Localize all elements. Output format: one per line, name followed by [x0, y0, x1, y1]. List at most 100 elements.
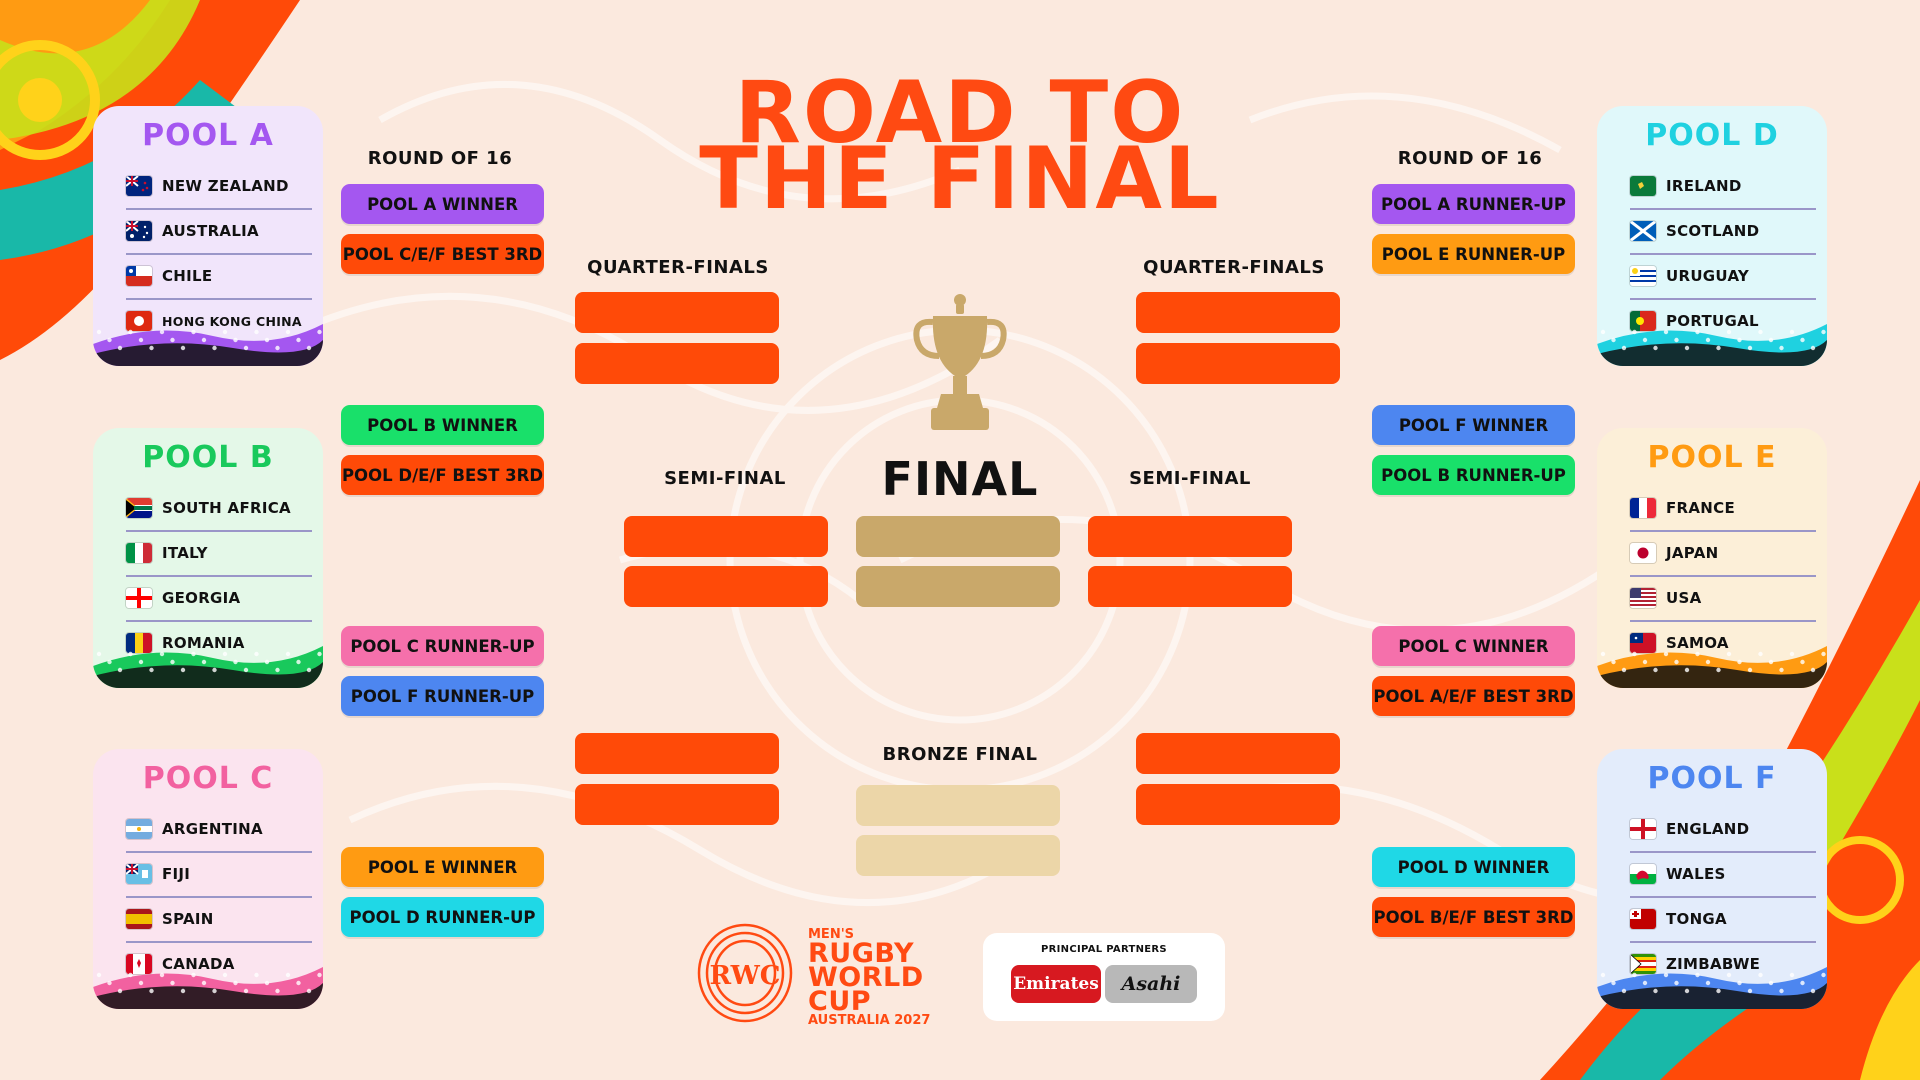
bronze-final-slot-1 [856, 785, 1060, 826]
team-row-argentina: ARGENTINA [126, 807, 312, 853]
team-row-new-zealand: NEW ZEALAND [126, 164, 312, 210]
semi-final-label-right: SEMI-FINAL [1129, 468, 1251, 489]
page-title-line1: ROAD TO [734, 63, 1186, 163]
cup-label: CUP [808, 986, 872, 1017]
pool-title: POOL F [1647, 761, 1777, 796]
emirates-logo: Emirates [1011, 965, 1101, 1003]
r16-left-slot: POOL D RUNNER-UP [341, 897, 544, 937]
flag-france-icon [1630, 498, 1656, 518]
team-name: TONGA [1666, 910, 1727, 928]
qf-right-bottom-slot-2 [1136, 784, 1340, 825]
team-row-zimbabwe: ZIMBABWE [1630, 942, 1816, 986]
rwc-wordmark: MEN'S RUGBY WORLD CUP AUSTRALIA 2027 [808, 928, 930, 1028]
sf-right-slot-1 [1088, 516, 1292, 557]
flag-new-zealand-icon [126, 176, 152, 196]
trophy-icon [913, 294, 1007, 430]
team-name: FIJI [162, 865, 191, 883]
qf-left-top-slot-1 [575, 292, 779, 333]
principal-partners-label: PRINCIPAL PARTNERS [1041, 944, 1167, 955]
pool-e-card: POOL E FRANCE JAPAN USA SAMOA [1597, 428, 1827, 688]
pool-pattern-strip [93, 967, 323, 1009]
team-name: ARGENTINA [162, 820, 263, 838]
pool-title: POOL C [142, 761, 274, 796]
team-name: AUSTRALIA [162, 222, 259, 240]
r16-left-slot: POOL A WINNER [341, 184, 544, 224]
team-row-uruguay: URUGUAY [1630, 254, 1816, 300]
flag-ireland-icon [1630, 176, 1656, 196]
flag-hong-kong-china-icon [126, 311, 152, 331]
flag-tonga-icon [1630, 909, 1656, 929]
team-name: SOUTH AFRICA [162, 499, 291, 517]
r16-left-slot: POOL C RUNNER-UP [341, 626, 544, 666]
pool-pattern-strip [93, 646, 323, 688]
team-name: IRELAND [1666, 177, 1742, 195]
r16-left-slot: POOL D/E/F BEST 3RD [341, 455, 544, 495]
team-row-south-africa: SOUTH AFRICA [126, 486, 312, 532]
flag-wales-icon [1630, 864, 1656, 884]
flag-argentina-icon [126, 819, 152, 839]
team-name: GEORGIA [162, 589, 241, 607]
qf-right-top-slot-1 [1136, 292, 1340, 333]
host-label: AUSTRALIA 2027 [808, 1013, 931, 1028]
final-slot-2 [856, 566, 1060, 607]
qf-left-bottom-slot-2 [575, 784, 779, 825]
team-name: ITALY [162, 544, 208, 562]
flag-japan-icon [1630, 543, 1656, 563]
round-of-16-label-left: ROUND OF 16 [367, 148, 513, 169]
team-name: USA [1666, 589, 1702, 607]
r16-right-slot: POOL C WINNER [1372, 626, 1575, 666]
team-row-ireland: IRELAND [1630, 164, 1816, 210]
quarter-finals-label-right: QUARTER-FINALS [1143, 257, 1325, 278]
r16-right-slot: POOL E RUNNER-UP [1372, 234, 1575, 274]
flag-canada-icon [126, 954, 152, 974]
sf-left-slot-1 [624, 516, 828, 557]
team-row-italy: ITALY [126, 531, 312, 577]
team-name: NEW ZEALAND [162, 177, 289, 195]
pool-title: POOL E [1647, 440, 1777, 475]
rwc-logo-icon: RWC [697, 923, 793, 1023]
team-row-romania: ROMANIA [126, 621, 312, 665]
qf-left-bottom-slot-1 [575, 733, 779, 774]
page-title-line2: THE FINAL [699, 129, 1221, 229]
pool-pattern-strip [1597, 324, 1827, 366]
qf-right-top-slot-2 [1136, 343, 1340, 384]
rwc-logo-letters: RWC [710, 961, 781, 991]
team-row-japan: JAPAN [1630, 531, 1816, 577]
team-name: JAPAN [1666, 544, 1719, 562]
flag-romania-icon [126, 633, 152, 653]
team-name: ENGLAND [1666, 820, 1750, 838]
team-name: SPAIN [162, 910, 214, 928]
bronze-final-label: BRONZE FINAL [882, 744, 1038, 765]
rugby-label: RUGBY [808, 938, 915, 969]
team-name: FRANCE [1666, 499, 1736, 517]
team-name: CANADA [162, 955, 235, 973]
partners-box: PRINCIPAL PARTNERS Emirates Asahi [983, 933, 1225, 1021]
team-name: CHILE [162, 267, 213, 285]
pool-pattern-strip [1597, 967, 1827, 1009]
r16-left-slot: POOL B WINNER [341, 405, 544, 445]
pool-title: POOL B [142, 440, 274, 475]
r16-right-slot: POOL A/E/F BEST 3RD [1372, 676, 1575, 716]
team-row-portugal: PORTUGAL [1630, 299, 1816, 343]
r16-left-slot: POOL E WINNER [341, 847, 544, 887]
sf-left-slot-2 [624, 566, 828, 607]
r16-left-slot: POOL F RUNNER-UP [341, 676, 544, 716]
team-row-samoa: SAMOA [1630, 621, 1816, 665]
flag-spain-icon [126, 909, 152, 929]
team-row-wales: WALES [1630, 852, 1816, 898]
world-label: WORLD [808, 962, 924, 993]
team-name: ROMANIA [162, 634, 245, 652]
team-row-georgia: GEORGIA [126, 576, 312, 622]
flag-zimbabwe-icon [1630, 954, 1656, 974]
r16-right-slot: POOL A RUNNER-UP [1372, 184, 1575, 224]
pool-c-card: POOL C ARGENTINA FIJI SPAIN CANADA [93, 749, 323, 1009]
mens-label: MEN'S [808, 927, 855, 942]
final-label: FINAL [881, 452, 1039, 506]
team-row-hong-kong-china: HONG KONG CHINA [126, 299, 312, 343]
qf-right-bottom-slot-1 [1136, 733, 1340, 774]
team-row-chile: CHILE [126, 254, 312, 300]
final-slot-1 [856, 516, 1060, 557]
team-row-fiji: FIJI [126, 852, 312, 898]
qf-left-top-slot-2 [575, 343, 779, 384]
